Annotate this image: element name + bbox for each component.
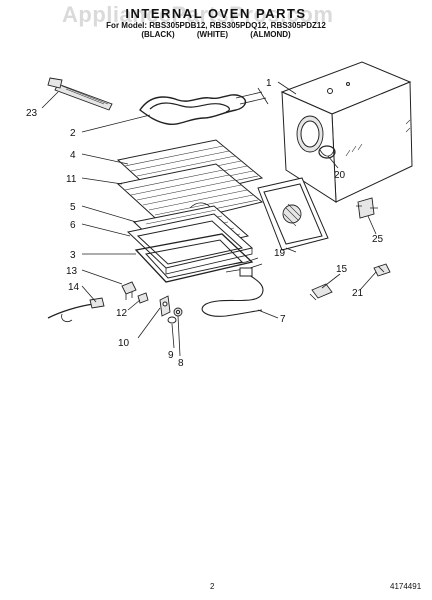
callout-15: 15 [336, 264, 348, 275]
callout-4: 4 [70, 150, 76, 161]
model-numbers: For Model: RBS305PDB12, RBS305PDQ12, RBS… [106, 21, 326, 30]
callout-13: 13 [66, 266, 78, 277]
part-3-bake-element[interactable] [134, 233, 263, 283]
part-13-terminal-block[interactable] [121, 281, 137, 300]
callout-5: 5 [70, 202, 76, 213]
document-number: 4174491 [390, 582, 422, 591]
diagram-title: INTERNAL OVEN PARTS [125, 6, 307, 21]
part-10-bracket[interactable] [159, 295, 171, 317]
part-15-thermal-fuse[interactable] [309, 283, 333, 301]
part-7-wiring-harness[interactable] [201, 267, 264, 317]
part-21-clip[interactable] [373, 263, 391, 277]
finish-list: (BLACK) (WHITE) (ALMOND) [60, 30, 372, 39]
part-8-nut[interactable] [173, 307, 183, 317]
part-14-oven-sensor[interactable] [47, 297, 105, 322]
callout-25: 25 [372, 234, 384, 245]
finish-almond: (ALMOND) [250, 30, 291, 39]
callout-21: 21 [352, 288, 364, 299]
callout-10: 10 [118, 338, 130, 349]
part-6-broil-pan[interactable] [126, 213, 254, 275]
callout-20: 20 [334, 170, 346, 181]
part-1-oven-cavity[interactable] [280, 61, 413, 203]
callout-7: 7 [280, 314, 286, 325]
leader-lines [41, 81, 377, 357]
part-23-bracket[interactable] [47, 77, 113, 111]
finish-white: (WHITE) [196, 30, 228, 39]
part-19-fan-cover[interactable] [257, 177, 329, 251]
callout-11: 11 [66, 174, 77, 185]
finish-black: (BLACK) [141, 30, 175, 39]
callout-14: 14 [68, 282, 80, 293]
part-12-clip[interactable] [137, 292, 149, 304]
callout-labels: 1 2 4 11 5 6 3 13 14 12 10 9 8 7 15 21 1… [26, 78, 384, 369]
callout-8: 8 [178, 358, 184, 369]
callout-19: 19 [274, 248, 286, 259]
callout-6: 6 [70, 220, 76, 231]
callout-9: 9 [168, 350, 174, 361]
watermark: AppliancePartsPros.com [62, 2, 334, 27]
callout-3: 3 [70, 250, 76, 261]
page-number: 2 [210, 582, 215, 591]
part-11-oven-rack[interactable] [116, 163, 264, 227]
part-2-broil-element[interactable] [139, 87, 269, 126]
callout-1: 1 [266, 78, 272, 89]
callout-12: 12 [116, 308, 128, 319]
part-9-washer[interactable] [167, 316, 177, 324]
callout-2: 2 [70, 128, 76, 139]
part-20-convection-ring[interactable] [318, 145, 336, 159]
callout-23: 23 [26, 108, 38, 119]
part-25-mounting-bracket[interactable] [356, 197, 378, 219]
